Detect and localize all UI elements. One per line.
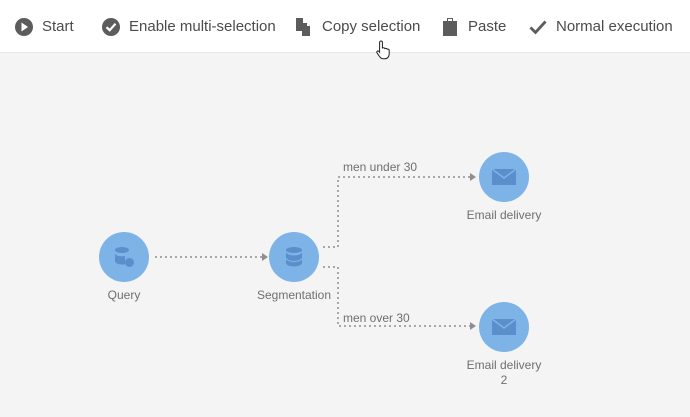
edge-label-men-over-30: men over 30 — [343, 311, 410, 325]
arrow-head — [262, 253, 268, 261]
email-activity-circle — [479, 152, 529, 202]
copy-icon — [294, 17, 314, 37]
connector-segmentation-email2 — [323, 266, 470, 327]
arrow-head — [470, 322, 476, 330]
query-activity-circle — [99, 232, 149, 282]
toolbar: Start Enable multi-selection Copy select… — [0, 0, 690, 53]
start-label: Start — [42, 18, 74, 35]
enable-multi-selection-button[interactable]: Enable multi-selection — [101, 0, 276, 53]
edge-label-men-under-30: men under 30 — [343, 160, 418, 174]
paste-label: Paste — [468, 18, 507, 35]
copy-selection-button[interactable]: Copy selection — [294, 0, 420, 53]
node-query[interactable]: Query — [84, 232, 164, 303]
copy-selection-label: Copy selection — [322, 18, 421, 35]
node-label-email-delivery-2: Email delivery 2 — [466, 358, 542, 387]
connector-segmentation-email1 — [323, 176, 470, 248]
database-icon — [285, 247, 303, 267]
segmentation-activity-circle — [269, 232, 319, 282]
workflow-connectors — [155, 173, 476, 330]
node-email-delivery[interactable]: Email delivery — [459, 152, 549, 223]
email-activity-circle — [479, 302, 529, 352]
normal-execution-label: Normal execution — [556, 18, 673, 35]
check-circle-icon — [101, 17, 121, 37]
enable-multi-selection-label: Enable multi-selection — [129, 18, 276, 35]
envelope-icon — [491, 318, 517, 335]
checkmark-icon — [528, 17, 548, 37]
workflow-canvas[interactable]: men under 30 men over 30 Query Segmentat… — [0, 54, 690, 417]
node-label-query: Query — [107, 288, 141, 302]
play-icon — [14, 17, 34, 37]
node-email-delivery-2[interactable]: Email delivery 2 — [459, 302, 549, 388]
node-label-email-delivery: Email delivery — [466, 208, 542, 222]
arrow-head — [470, 173, 476, 181]
start-button[interactable]: Start — [14, 0, 74, 53]
database-icon — [115, 247, 134, 267]
normal-execution-button[interactable]: Normal execution — [528, 0, 673, 53]
envelope-icon — [491, 168, 517, 185]
clipboard-icon — [440, 17, 460, 37]
node-label-segmentation: Segmentation — [256, 288, 332, 302]
node-segmentation[interactable]: Segmentation — [249, 232, 339, 303]
paste-button[interactable]: Paste — [440, 0, 506, 53]
hand-cursor-icon — [376, 40, 390, 60]
